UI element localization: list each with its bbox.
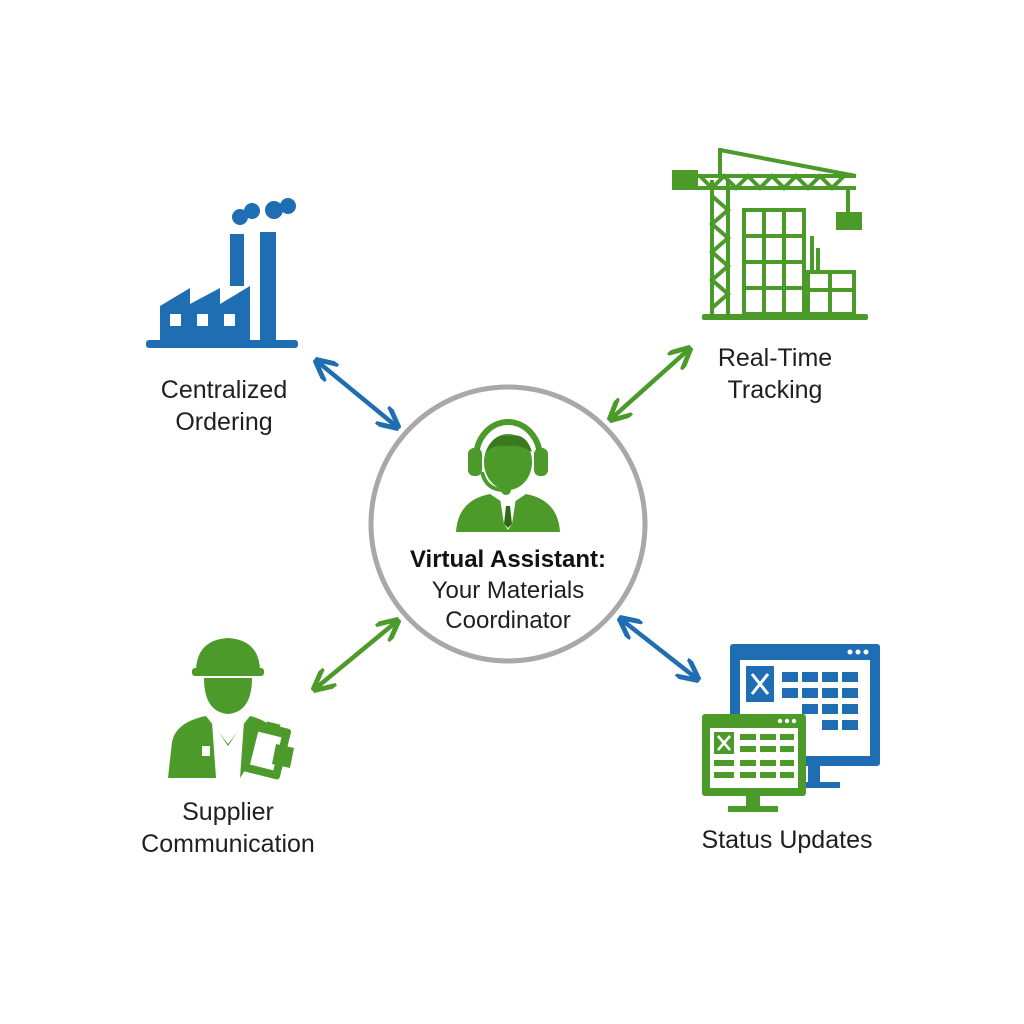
headset-agent-icon bbox=[456, 419, 560, 532]
arrow-tracking bbox=[612, 350, 688, 418]
factory-icon bbox=[146, 198, 298, 348]
center-title: Virtual Assistant: bbox=[409, 546, 607, 573]
construction-crane-icon bbox=[672, 148, 868, 320]
worker-clipboard-icon bbox=[168, 638, 294, 780]
label-supplier-communication: Supplier Communication bbox=[141, 798, 315, 858]
monitor-spreadsheet-icon bbox=[702, 644, 880, 812]
label-real-time-tracking: Real-Time Tracking bbox=[717, 344, 833, 404]
arrow-supplier bbox=[316, 622, 396, 688]
label-status-updates: Status Updates bbox=[701, 826, 873, 854]
center-subtitle: Your Materials Coordinator bbox=[431, 577, 585, 634]
arrow-ordering bbox=[318, 362, 396, 426]
arrow-status bbox=[622, 620, 696, 678]
label-centralized-ordering: Centralized Ordering bbox=[160, 376, 288, 436]
